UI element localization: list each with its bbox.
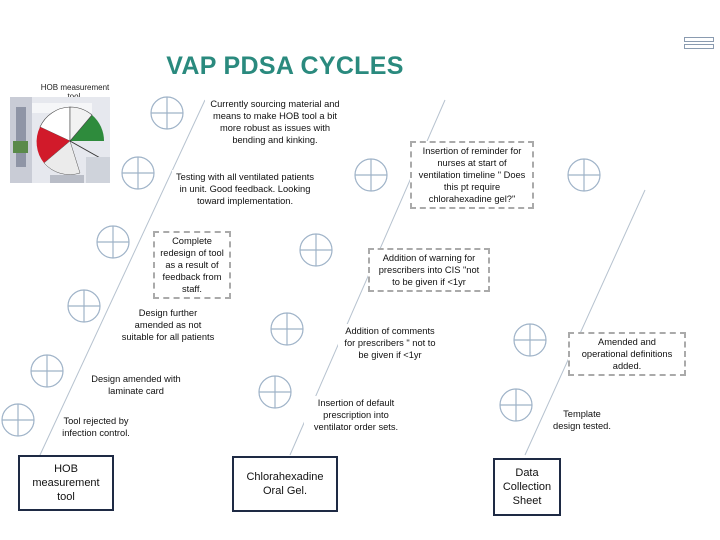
box-hob-measurement-tool: HOB measurement tool (18, 455, 114, 511)
note-template-design: Template design tested. (548, 407, 616, 434)
slash-line-1 (39, 99, 206, 456)
note-comments-prescribers: Addition of comments for prescribers " n… (338, 324, 442, 363)
cycle-circle-8 (299, 233, 333, 267)
page-title: VAP PDSA CYCLES (166, 52, 404, 80)
box-hob-label: HOB measurement tool (32, 462, 100, 504)
window-icon (684, 37, 714, 53)
note-warning-prescribers: Addition of warning for prescribers into… (368, 248, 490, 293)
note-default-prescription: Insertion of default prescription into v… (304, 396, 408, 435)
box-gel-label: Chlorahexadine Oral Gel. (246, 470, 324, 497)
cycle-circle-2 (121, 156, 155, 190)
cycle-circle-4 (67, 289, 101, 323)
cycle-circle-5 (30, 354, 64, 388)
note-laminate-card: Design amended with laminate card (88, 372, 184, 399)
cycle-circle-12 (513, 323, 547, 357)
note-operational-definitions: Amended and operational definitions adde… (568, 332, 686, 377)
box-chlorahexadine-gel: Chlorahexadine Oral Gel. (232, 456, 338, 512)
note-complete-redesign: Complete redesign of tool as a result of… (153, 231, 231, 300)
cycle-circle-9 (270, 312, 304, 346)
cycle-circle-11 (567, 158, 601, 192)
cycle-circle-3 (96, 225, 130, 259)
slash-line-3 (524, 189, 646, 456)
note-testing-ventilated: Testing with all ventilated patients in … (172, 170, 318, 209)
note-tool-rejected: Tool rejected by infection control. (60, 414, 132, 441)
note-sourcing-material: Currently sourcing material and means to… (205, 97, 345, 148)
cycle-circle-7 (354, 158, 388, 192)
cycle-circle-1 (150, 96, 184, 130)
note-design-further-amended: Design further amended as not suitable f… (117, 306, 219, 345)
cycle-circle-6 (1, 403, 35, 437)
box-data-label: Data Collection Sheet (502, 466, 552, 508)
photo-caption: HOB measurement tool. (40, 83, 110, 102)
cycle-circle-10 (258, 375, 292, 409)
cycle-circle-13 (499, 388, 533, 422)
note-reminder-nurses: Insertion of reminder for nurses at star… (410, 141, 534, 210)
hob-tool-photo (10, 97, 110, 183)
box-data-collection-sheet: Data Collection Sheet (493, 458, 561, 516)
